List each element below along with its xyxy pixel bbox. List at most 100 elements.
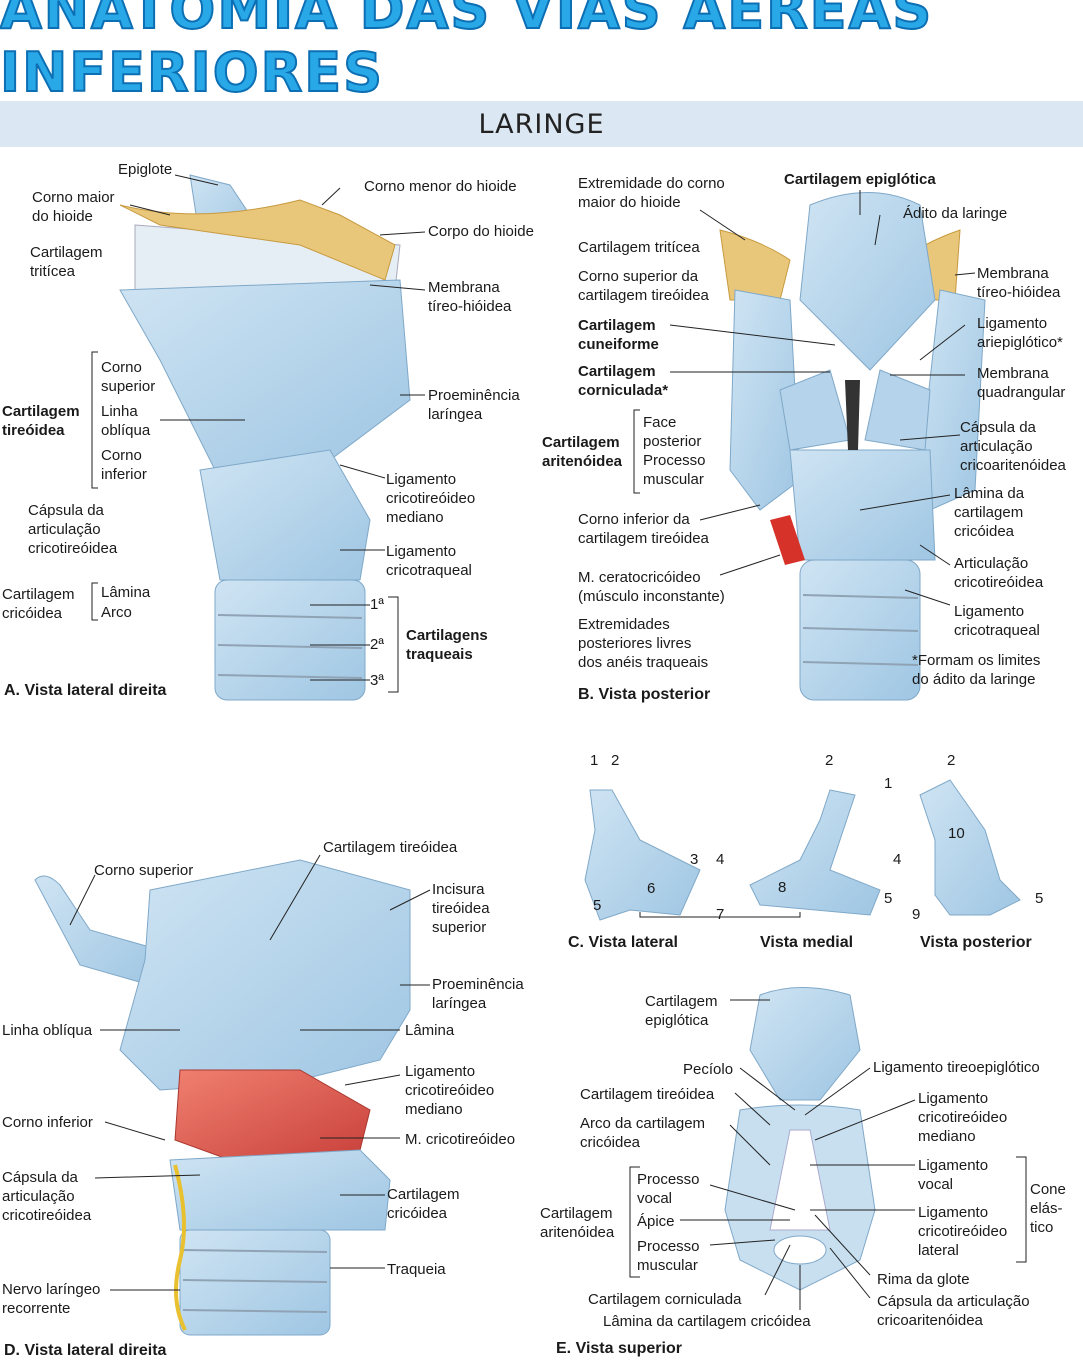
cricoid-lamina-shape bbox=[789, 449, 936, 561]
label-num-4b: 4 bbox=[893, 851, 902, 868]
label-face-posterior-b: Face posterior bbox=[643, 414, 702, 450]
label-epiglotica-b: Cartilagem epiglótica bbox=[784, 171, 936, 188]
label-num-5b: 5 bbox=[884, 890, 893, 907]
label-lig-cricotraqueal-a: Ligamento cricotraqueal bbox=[386, 543, 472, 579]
label-num-1a: 1 bbox=[590, 752, 599, 769]
section-banner: LARINGE bbox=[0, 101, 1083, 147]
label-cone-elastico-e: Cone elás- tico bbox=[1030, 1181, 1066, 1236]
label-proeminencia-d: Proeminência laríngea bbox=[432, 976, 524, 1012]
label-proeminencia-a: Proeminência laríngea bbox=[428, 387, 520, 423]
label-num-1b: 1 bbox=[884, 775, 893, 792]
label-processo-muscular-b: Processo muscular bbox=[643, 452, 706, 488]
label-nervo-d: Nervo laríngeo recorrente bbox=[2, 1281, 101, 1317]
hyoid-bone-shape bbox=[119, 199, 396, 281]
figure-b-posterior-larynx bbox=[719, 192, 986, 701]
label-num-2b: 2 bbox=[825, 752, 834, 769]
label-lig-ariepiglotico-b: Ligamento ariepiglótico* bbox=[977, 315, 1063, 351]
label-lamina-b: Lâmina da cartilagem cricóidea bbox=[954, 485, 1025, 540]
page-title: ANATOMIA DAS VIAS AÉREAS INFERIORES bbox=[0, 0, 934, 105]
figure-a-lateral-larynx bbox=[119, 174, 411, 701]
label-apice-e: Ápice bbox=[637, 1213, 675, 1230]
label-musculo-d: M. cricotireóideo bbox=[405, 1131, 516, 1148]
label-lig-lateral-e: Ligamento cricotireóideo lateral bbox=[918, 1204, 1008, 1259]
label-traqueia-d: Traqueia bbox=[387, 1261, 446, 1278]
label-num-6: 6 bbox=[647, 880, 656, 897]
label-traqueal-1: 1ª bbox=[370, 596, 384, 613]
label-num-8: 8 bbox=[778, 879, 787, 896]
label-aritenoidea-b: Cartilagem aritenóidea bbox=[542, 434, 623, 470]
label-proc-vocal-e: Processo vocal bbox=[637, 1171, 700, 1207]
label-lig-mediano-d: Ligamento cricotireóideo mediano bbox=[405, 1063, 495, 1118]
label-adito-b: Ádito da laringe bbox=[903, 205, 1008, 222]
epiglottic-cartilage-shape bbox=[799, 192, 936, 371]
cricothyroid-muscle-shape bbox=[174, 1069, 371, 1161]
label-formam-b: *Formam os limites do ádito da laringe bbox=[912, 652, 1041, 688]
caption-c-posterior: Vista posterior bbox=[920, 934, 1032, 951]
label-corno-inferior-d: Corno inferior bbox=[2, 1114, 93, 1131]
caption-figure-a: A. Vista lateral direita bbox=[4, 682, 167, 699]
label-num-10: 10 bbox=[948, 825, 965, 842]
label-num-3: 3 bbox=[690, 851, 699, 868]
label-corno-menor: Corno menor do hioide bbox=[364, 178, 517, 195]
caption-c-medial: Vista medial bbox=[760, 934, 854, 951]
label-cartilagem-tireoidea-a: Cartilagem tireóidea bbox=[2, 403, 80, 439]
caption-figure-d: D. Vista lateral direita bbox=[4, 1342, 167, 1359]
label-num-5c: 5 bbox=[1035, 890, 1044, 907]
label-traqueal-3: 3ª bbox=[370, 672, 384, 689]
label-num-2a: 2 bbox=[611, 752, 620, 769]
label-capsula-a: Cápsula da articulação cricotireóidea bbox=[28, 502, 118, 557]
label-arco-e: Arco da cartilagem cricóidea bbox=[580, 1115, 706, 1151]
label-corniculada-b: Cartilagem corniculada* bbox=[578, 363, 669, 399]
label-cricoidea-d: Cartilagem cricóidea bbox=[387, 1186, 460, 1222]
label-capsula-e: Cápsula da articulação cricoaritenóidea bbox=[877, 1293, 1030, 1329]
caption-figure-b: B. Vista posterior bbox=[578, 686, 711, 703]
label-aritenoidea-e: Cartilagem aritenóidea bbox=[540, 1205, 615, 1241]
label-extremidades-b: Extremidades posteriores livres dos anéi… bbox=[578, 616, 709, 671]
recurrent-laryngeal-nerve-shape bbox=[173, 1164, 187, 1331]
label-peciolo-e: Pecíolo bbox=[683, 1061, 734, 1078]
label-epiglote: Epiglote bbox=[118, 161, 173, 178]
label-corno-inferior-a: Corno inferior bbox=[101, 447, 147, 483]
label-extremidade-b: Extremidade do corno maior do hioide bbox=[578, 175, 725, 211]
label-lig-mediano-a: Ligamento cricotireóideo mediano bbox=[386, 471, 476, 526]
label-cuneiforme-b: Cartilagem cuneiforme bbox=[578, 317, 659, 353]
figure-c-arytenoid bbox=[584, 779, 1021, 921]
label-num-2c: 2 bbox=[947, 752, 956, 769]
label-num-9: 9 bbox=[912, 906, 921, 923]
ceratocricoid-muscle-shape bbox=[770, 515, 805, 565]
label-lamina-a: Lâmina bbox=[101, 584, 151, 601]
epiglottic-cartilage-top-shape bbox=[749, 987, 861, 1101]
leader-lines bbox=[69, 174, 976, 1310]
thyroid-lamina-shape bbox=[119, 859, 411, 1091]
label-ceratocricoideo-b: M. ceratocricóideo (músculo inconstante) bbox=[578, 569, 725, 605]
cricoid-cartilage-shape bbox=[199, 449, 371, 581]
label-linha-obliqua-d: Linha oblíqua bbox=[2, 1022, 93, 1039]
caption-c-lateral: C. Vista lateral bbox=[568, 934, 678, 951]
label-num-5a: 5 bbox=[593, 897, 602, 914]
label-memb-quadrangular-b: Membrana quadrangular bbox=[977, 365, 1066, 401]
label-membrana-b: Membrana tíreo-hióidea bbox=[977, 265, 1061, 301]
label-corno-superior-b: Corno superior da cartilagem tireóidea bbox=[578, 268, 709, 304]
label-triticea-b: Cartilagem tritícea bbox=[578, 239, 700, 256]
thyroid-cartilage-shape bbox=[119, 279, 411, 471]
label-num-7: 7 bbox=[716, 906, 725, 923]
label-linha-obliqua-a: Linha oblíqua bbox=[101, 403, 151, 439]
brackets bbox=[91, 351, 1027, 1278]
caption-figure-e: E. Vista superior bbox=[556, 1340, 682, 1357]
figure-d-lateral-larynx bbox=[34, 859, 411, 1336]
label-num-4a: 4 bbox=[716, 851, 725, 868]
label-capsula-b: Cápsula da articulação cricoaritenóidea bbox=[960, 419, 1066, 474]
label-lig-mediano-e: Ligamento cricotireóideo mediano bbox=[918, 1090, 1008, 1145]
label-corno-inferior-b: Corno inferior da cartilagem tireóidea bbox=[578, 511, 709, 547]
label-corno-maior: Corno maior do hioide bbox=[32, 189, 115, 225]
label-epiglotica-e: Cartilagem epiglótica bbox=[645, 993, 718, 1029]
label-proc-muscular-e: Processo muscular bbox=[637, 1238, 700, 1274]
label-incisura-d: Incisura tireóidea superior bbox=[432, 881, 490, 936]
label-corno-superior-d: Corno superior bbox=[94, 862, 194, 879]
label-corpo-hioide: Corpo do hioide bbox=[428, 223, 534, 240]
label-corno-superior-a: Corno superior bbox=[101, 359, 156, 395]
label-tireoidea-e: Cartilagem tireóidea bbox=[580, 1086, 715, 1103]
label-tritícea-a: Cartilagem tritícea bbox=[30, 244, 103, 280]
label-arco-a: Arco bbox=[101, 604, 132, 621]
